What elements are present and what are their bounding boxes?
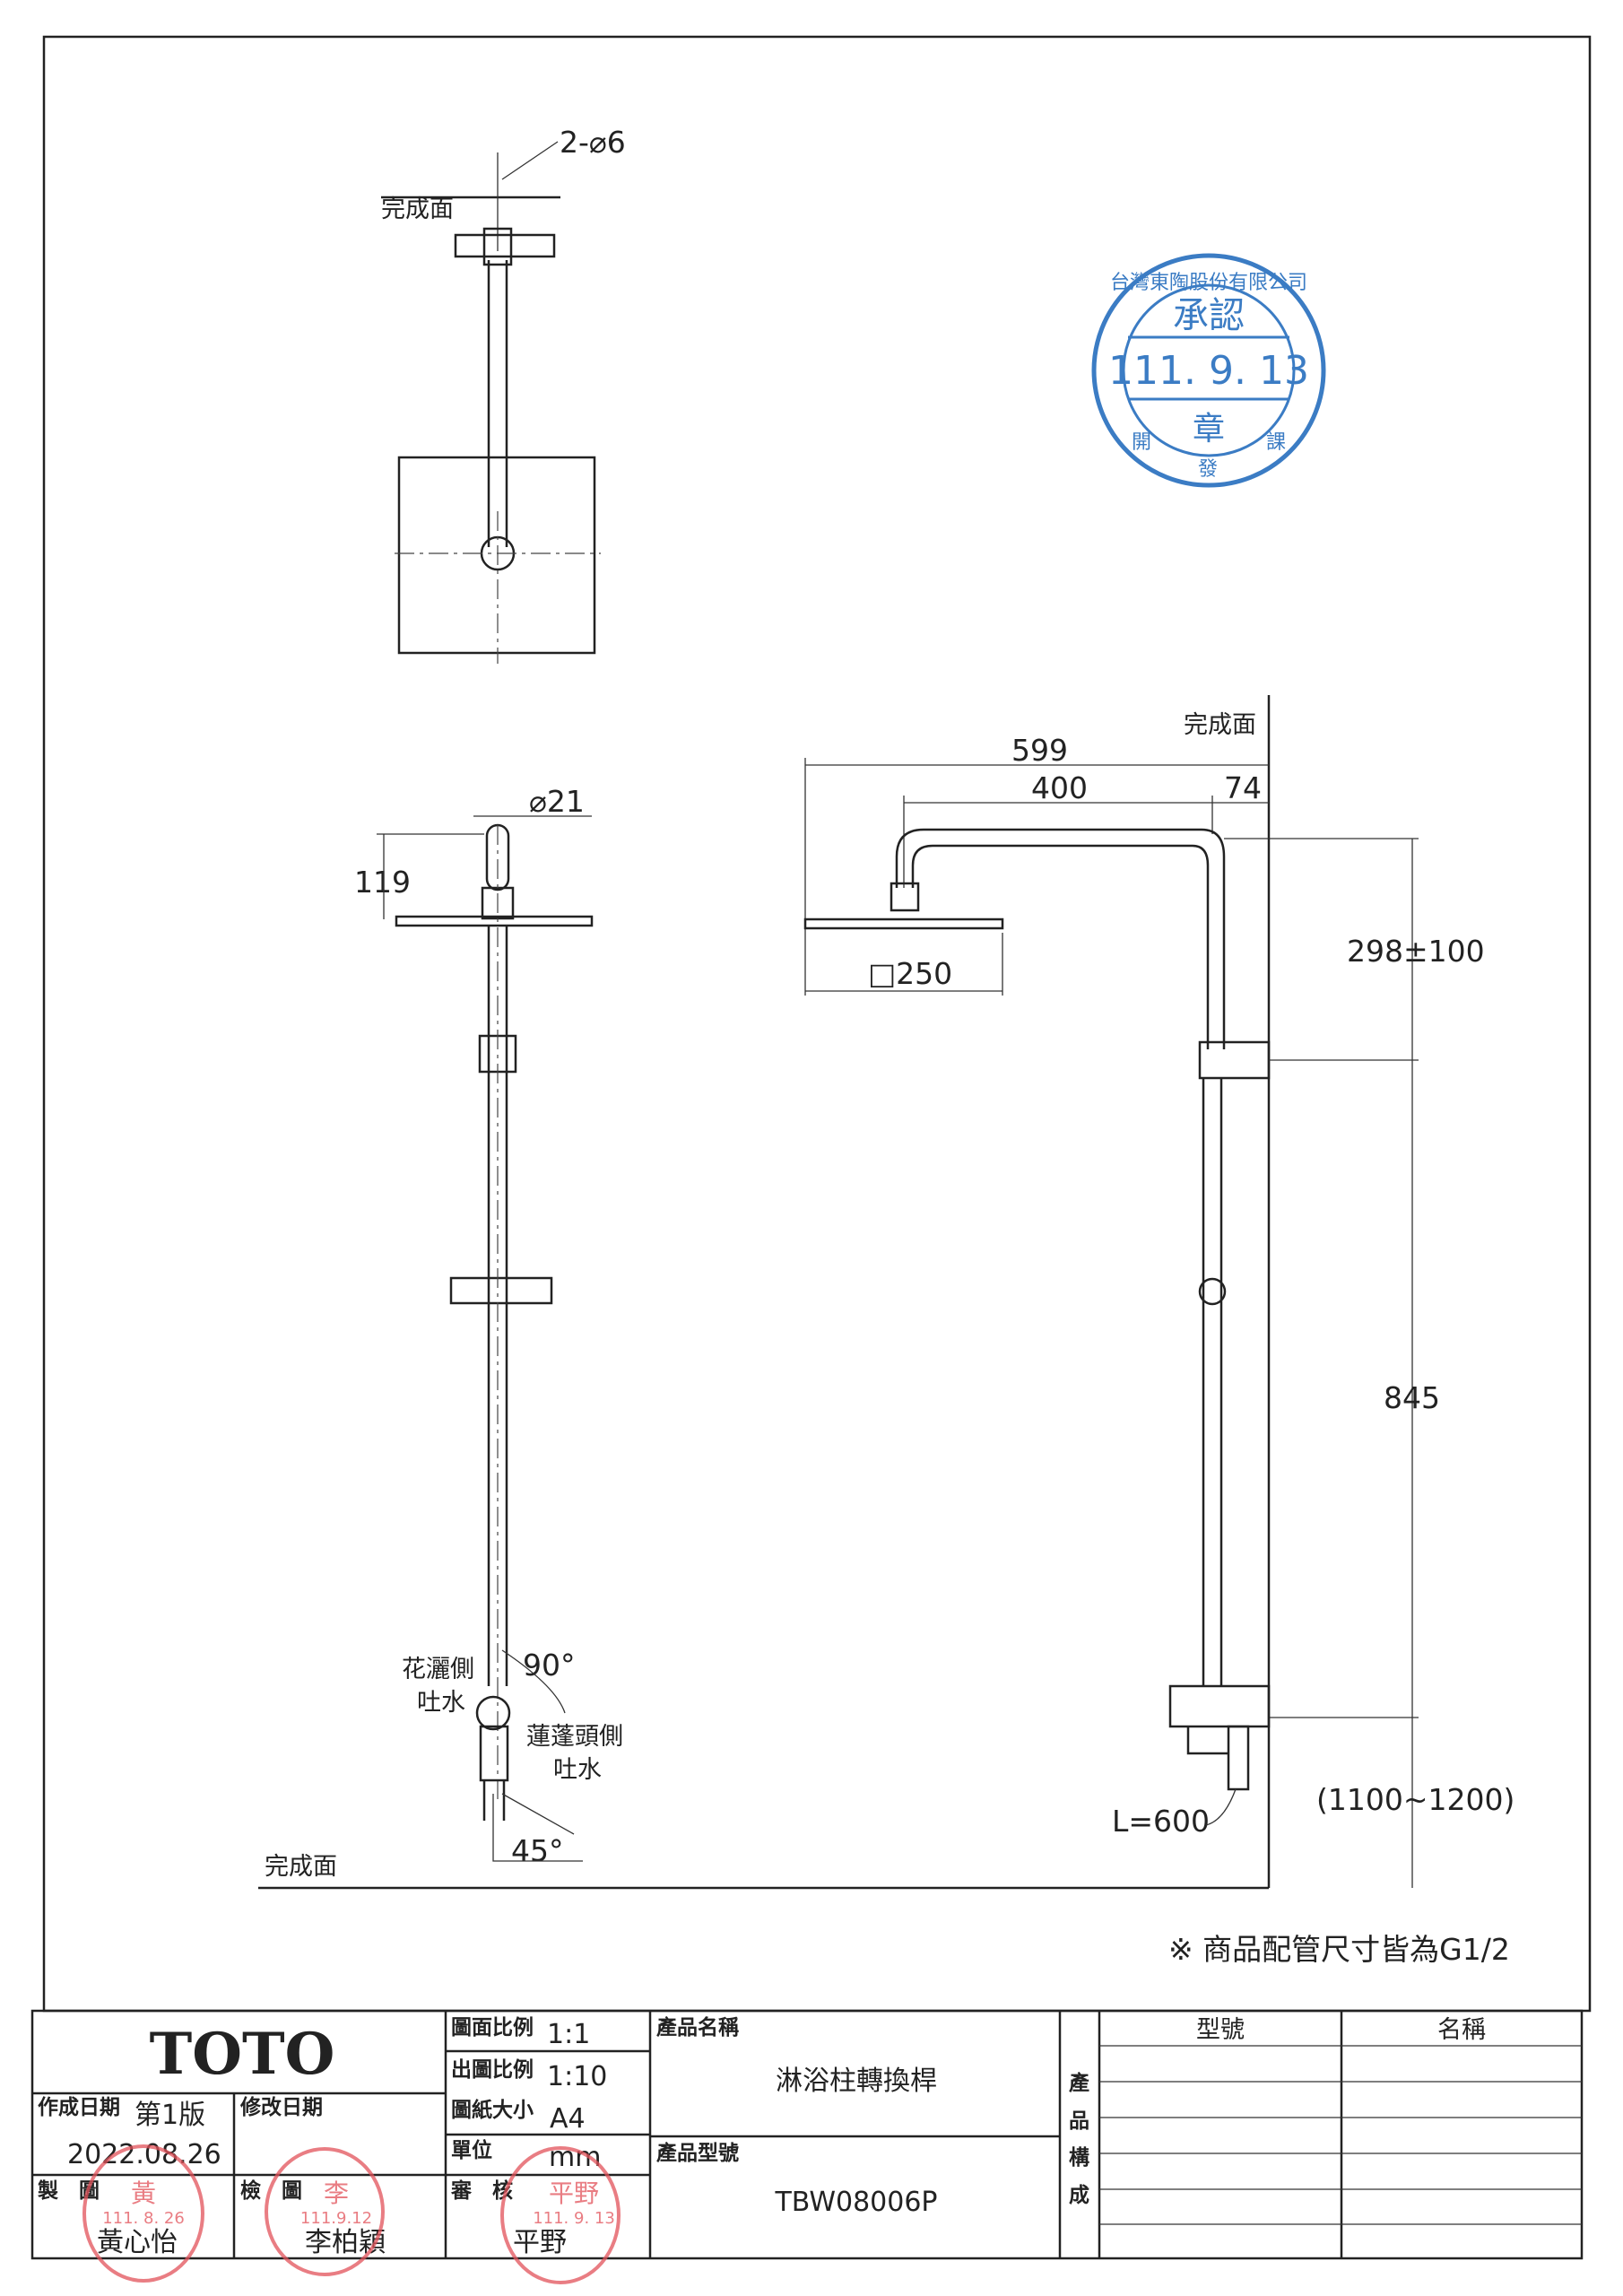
dim-1100: (1100~1200) — [1316, 1782, 1515, 1817]
front-view: ⌀21 119 花灑側 吐水 90° 蓮蓬頭側 吐水 45° 完成面 — [258, 784, 1269, 1890]
shower-head-outline — [397, 456, 596, 655]
name-column-header: 名稱 — [1437, 2016, 1486, 2044]
dim-74: 74 — [1224, 770, 1262, 805]
approved-stamp-name: 平野 — [549, 2179, 599, 2208]
floor-finish-label: 完成面 — [265, 1853, 337, 1881]
drawing-scale-label: 圖面比例 — [451, 2016, 534, 2039]
approval-stamp: 承認 111. 9. 13 章 台灣東陶股份有限公司 開 發 課 — [1091, 253, 1326, 488]
paper-size: A4 — [550, 2103, 586, 2135]
shower-side-outlet-label: 花灑側 — [402, 1656, 474, 1683]
approved-stamp: 平野 111. 9. 13 — [500, 2146, 621, 2284]
created-label: 作成日期 — [38, 2096, 120, 2119]
product-name-label: 產品名稱 — [656, 2015, 739, 2039]
revised-label: 修改日期 — [239, 2095, 323, 2119]
hose-length: L=600 — [1112, 1804, 1210, 1839]
angle-45: 45° — [511, 1833, 564, 1868]
approved-by: 平野 — [513, 2227, 567, 2258]
checked-stamp-name: 李 — [324, 2179, 349, 2208]
diameter-dim: ⌀21 — [529, 784, 585, 819]
product-name: 淋浴柱轉換桿 — [776, 2066, 937, 2097]
model-column-header: 型號 — [1196, 2016, 1245, 2044]
unit-label: 單位 — [451, 2138, 492, 2162]
checked-stamp-date: 111.9.12 — [300, 2209, 372, 2228]
piping-note: ※ 商品配管尺寸皆為G1/2 — [1168, 1932, 1510, 1967]
approval-stamp-dept: 發 — [1198, 458, 1218, 481]
head-side-outlet-label: 蓮蓬頭側 — [526, 1723, 623, 1751]
product-model-label: 產品型號 — [656, 2141, 739, 2165]
checked-by: 李柏穎 — [305, 2227, 386, 2258]
approved-stamp-date: 111. 9. 13 — [533, 2209, 615, 2228]
hole-spec: 2-⌀6 — [560, 125, 626, 160]
product-model: TBW08006P — [774, 2187, 937, 2218]
finish-surface-label: 完成面 — [381, 196, 454, 223]
wall-finish-label: 完成面 — [1184, 711, 1256, 739]
dim-119: 119 — [354, 865, 411, 900]
shower-side-outlet-label-2: 吐水 — [417, 1689, 465, 1717]
title-block: TOTO 圖面比例 1:1 出圖比例 1:10 圖紙大小 A4 單位 mm 作成… — [30, 2009, 1584, 2260]
approval-stamp-date: 111. 9. 13 — [1108, 348, 1309, 394]
dim-599: 599 — [1011, 733, 1068, 768]
head-side-outlet-label-2: 吐水 — [553, 1756, 602, 1784]
output-scale: 1:10 — [547, 2061, 607, 2092]
approval-stamp-sign: 章 — [1193, 411, 1225, 448]
composition-label: 產 — [1069, 2071, 1089, 2095]
drawn-by: 黃心怡 — [97, 2227, 178, 2258]
composition-label: 構 — [1069, 2146, 1089, 2170]
created-date: 2022.08.26 — [67, 2139, 221, 2170]
composition-label: 品 — [1069, 2109, 1089, 2133]
top-view: 完成面 2-⌀6 — [381, 125, 626, 664]
drawing-scale: 1:1 — [547, 2019, 590, 2050]
angle-90: 90° — [523, 1648, 576, 1683]
checked-stamp: 李 111.9.12 — [265, 2147, 385, 2276]
head-size-dim: □250 — [868, 956, 952, 991]
side-view: 完成面 599 400 74 □250 298±100 845 (1100~12… — [803, 695, 1515, 1888]
dim-298: 298±100 — [1347, 934, 1485, 969]
drawn-stamp: 黃 111. 8. 26 — [82, 2144, 204, 2283]
toto-logo: TOTO — [150, 2021, 335, 2088]
dim-400: 400 — [1031, 770, 1088, 805]
drawn-stamp-name: 黃 — [131, 2179, 156, 2208]
approval-stamp-company: 台灣東陶股份有限公司 — [1110, 272, 1307, 294]
drawing-border — [42, 35, 1592, 2013]
approval-stamp-dept: 開 — [1132, 431, 1151, 454]
version: 第1版 — [135, 2100, 205, 2131]
approval-stamp-title: 承認 — [1173, 295, 1245, 336]
approval-stamp-dept: 課 — [1266, 431, 1286, 454]
dim-845: 845 — [1384, 1380, 1440, 1415]
signature-stamps: 黃 111. 8. 26 李 111.9.12 平野 111. 9. 13 — [82, 2144, 621, 2284]
paper-size-label: 圖紙大小 — [451, 2098, 534, 2122]
output-scale-label: 出圖比例 — [451, 2058, 534, 2082]
drawn-stamp-date: 111. 8. 26 — [102, 2209, 185, 2228]
composition-label: 成 — [1069, 2184, 1089, 2207]
